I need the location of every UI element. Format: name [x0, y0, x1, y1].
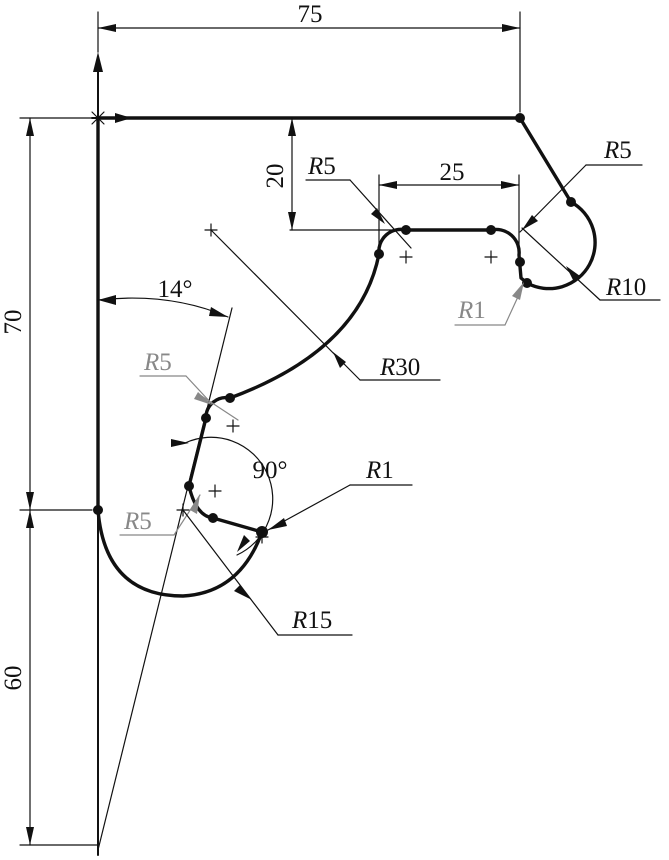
- center-marks: [176, 223, 498, 544]
- callout-r1-grey-label: R1: [457, 297, 486, 324]
- dim-70-label: 70: [0, 310, 27, 335]
- callout-r5-right: R5: [519, 137, 643, 233]
- dim-60-label: 60: [0, 666, 27, 691]
- callout-r5-grey-low: R5: [119, 494, 201, 536]
- dim-90-label: 90°: [253, 457, 288, 484]
- callout-r10-label: R10: [605, 274, 646, 301]
- dim-20: 20: [262, 117, 401, 231]
- profile-outline: [96, 116, 597, 598]
- dim-25-label: 25: [440, 159, 465, 186]
- dim-70: 70: [0, 117, 93, 511]
- callout-r5-slot-label: R5: [307, 153, 336, 180]
- callout-r5-right-label: R5: [603, 137, 632, 164]
- dim-20-label: 20: [262, 164, 289, 189]
- callout-r1-lower-label: R1: [365, 457, 394, 484]
- callout-r1-grey: R1: [454, 282, 524, 326]
- callout-r15: R15: [182, 509, 353, 636]
- callout-r1-lower: R1: [267, 457, 413, 531]
- callout-r5-grey-mid-label: R5: [143, 349, 172, 376]
- dim-75-label: 75: [298, 1, 323, 28]
- callout-r5-grey-mid: R5: [139, 349, 239, 421]
- dim-60: 60: [0, 509, 99, 846]
- callout-r30-label: R30: [379, 354, 420, 381]
- callout-r30: R30: [210, 229, 441, 381]
- dim-90-degrees: 90°: [171, 436, 288, 556]
- dim-14-label: 14°: [158, 276, 193, 303]
- callout-r5-slot: R5: [305, 153, 412, 249]
- dim-14-degrees: 14°: [97, 276, 233, 851]
- callout-r15-label: R15: [291, 607, 332, 634]
- callout-r10: R10: [521, 227, 661, 301]
- dim-75: 75: [97, 1, 521, 113]
- callout-r5-grey-low-label: R5: [123, 508, 152, 535]
- dim-25: 25: [378, 159, 520, 251]
